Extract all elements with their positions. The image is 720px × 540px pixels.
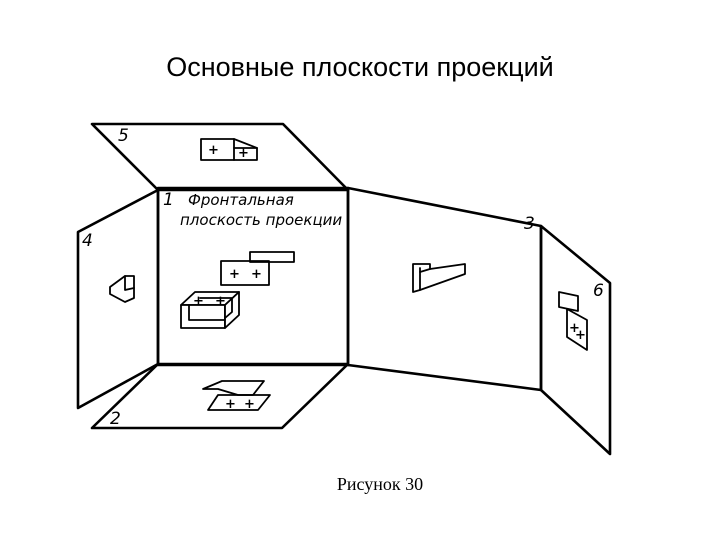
bottom-view-projection: + + xyxy=(202,380,271,412)
plane-1-number: 1 xyxy=(163,190,174,210)
left-view-projection xyxy=(109,275,135,303)
svg-text:+: + xyxy=(208,143,219,158)
plane-4-number: 4 xyxy=(82,231,93,251)
plane-5-top: 5 + + xyxy=(90,122,350,192)
plane-1-frontal: 1 Фронтальная плоскость проекции + + + + xyxy=(156,186,350,367)
right-view-projection xyxy=(412,263,466,293)
plane-2-bottom: 2 + + xyxy=(90,362,350,430)
plane-1-label-line2: плоскость проекции xyxy=(180,211,342,229)
svg-text:+: + xyxy=(238,146,249,161)
slide-title: Основные плоскости проекций xyxy=(166,52,554,82)
svg-text:+: + xyxy=(575,328,586,343)
svg-text:+: + xyxy=(229,267,240,282)
plane-3-number: 3 xyxy=(524,214,535,234)
isometric-part: + + xyxy=(180,291,240,329)
plane-6-far-right: 6 + + xyxy=(539,224,612,456)
far-right-view-projection: + + xyxy=(558,291,588,351)
plane-1-label-line1: Фронтальная xyxy=(188,191,294,209)
figure-caption: Рисунок 30 xyxy=(336,474,424,494)
svg-text:+: + xyxy=(251,267,262,282)
top-view-projection: + + xyxy=(200,138,258,161)
plane-2-number: 2 xyxy=(110,409,121,429)
plane-3-right: 3 xyxy=(346,186,543,392)
plane-6-number: 6 xyxy=(593,281,604,301)
svg-text:+: + xyxy=(193,294,204,309)
svg-text:+: + xyxy=(215,294,226,309)
svg-text:+: + xyxy=(225,397,236,412)
plane-5-number: 5 xyxy=(118,126,129,146)
svg-text:+: + xyxy=(244,397,255,412)
front-view-projection: + + xyxy=(220,251,295,286)
svg-text:+: + xyxy=(569,321,580,336)
